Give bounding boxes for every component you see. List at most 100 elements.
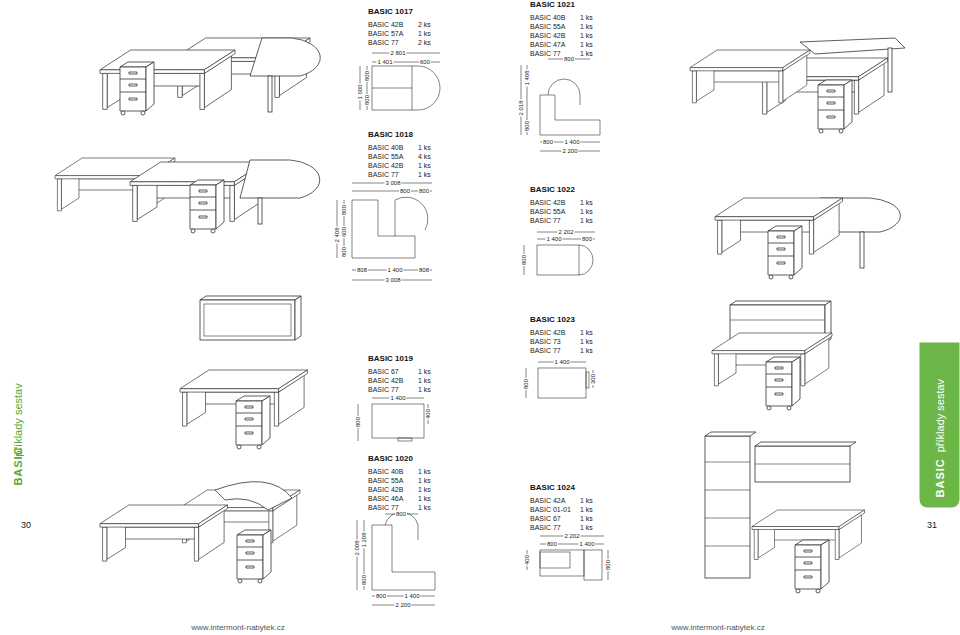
dimension: 1 400 — [545, 236, 562, 242]
dimension: 1 400 — [578, 541, 595, 547]
dimension: 2 202 — [563, 533, 580, 539]
plan-view — [527, 536, 608, 580]
quantity: 1 ks — [580, 338, 593, 345]
part-code: BASIC 77 — [368, 39, 399, 46]
dimension: 1 401 — [376, 59, 393, 65]
quantity: 1 ks — [580, 515, 593, 522]
quantity: 1 ks — [418, 386, 431, 393]
quantity: 1 ks — [580, 14, 593, 21]
part-code: BASIC 42B — [530, 329, 565, 336]
part-code: BASIC 47A — [530, 41, 565, 48]
dimension: 400 — [425, 408, 431, 420]
quantity: 1 ks — [418, 162, 431, 169]
dimension: 800 — [364, 94, 370, 106]
dimension: 2 018 — [518, 99, 524, 116]
quantity: 1 ks — [580, 347, 593, 354]
dimension: 300 — [590, 373, 596, 385]
part-code: BASIC 77 — [530, 217, 561, 224]
part-code: BASIC 57A — [368, 30, 403, 37]
part-code: BASIC 77 — [368, 504, 399, 511]
quantity: 1 ks — [418, 144, 431, 151]
quantity: 1 ks — [580, 23, 593, 30]
quantity: 1 ks — [580, 329, 593, 336]
set-title: BASIC 1018 — [368, 131, 413, 139]
part-code: BASIC 42A — [530, 497, 565, 504]
part-code: BASIC 77 — [368, 171, 399, 178]
dimension: 400 — [524, 554, 530, 566]
part-code: BASIC 77 — [530, 524, 561, 531]
dimension: 2 202 — [557, 229, 574, 235]
quantity: 1 ks — [580, 199, 593, 206]
drawer-cabinet — [818, 80, 852, 133]
dimension: 2 408 — [334, 226, 340, 243]
desk-set — [100, 482, 300, 583]
dimension: 800 — [546, 541, 558, 547]
dimension: 800 — [524, 120, 530, 132]
quantity: 1 ks — [580, 506, 593, 513]
dimension: 800 — [364, 70, 370, 82]
quantity: 2 ks — [418, 39, 431, 46]
quantity: 1 ks — [580, 524, 593, 531]
quantity: 1 ks — [418, 477, 431, 484]
dimension: 800 — [361, 574, 367, 586]
section-tab: BASICpříklady sestav — [919, 343, 959, 508]
dimension: 1 208 — [361, 531, 367, 548]
footer-url: www.intermont-nabytek.cz — [191, 624, 284, 632]
drawer-cabinet — [120, 62, 154, 115]
quantity: 1 ks — [580, 208, 593, 215]
dimension: 800 — [399, 188, 411, 194]
dimension: 1 400 — [563, 139, 580, 145]
desk-set — [55, 158, 320, 233]
dimension: 1 600 — [357, 83, 363, 100]
dimension: 600 — [341, 226, 347, 238]
dimension: 1 408 — [524, 69, 530, 86]
part-code: BASIC 42B — [368, 21, 403, 28]
desk-set — [180, 296, 308, 449]
drawer-cabinet — [795, 540, 829, 593]
dimension: 2 200 — [394, 602, 411, 608]
set-title: BASIC 1017 — [368, 8, 413, 16]
part-code: BASIC 73 — [530, 338, 561, 345]
desk — [690, 50, 810, 103]
quantity: 1 ks — [418, 504, 431, 511]
dimension: 2 801 — [389, 50, 406, 56]
set-title: BASIC 1021 — [530, 1, 575, 9]
part-code: BASIC 42B — [530, 32, 565, 39]
drawer-cabinet — [768, 226, 802, 279]
dimension: 800 — [341, 246, 347, 258]
desk-set — [100, 38, 320, 115]
part-code: BASIC 40B — [368, 144, 403, 151]
dimension: 800 — [355, 416, 361, 428]
set-title: BASIC 1023 — [530, 316, 575, 324]
dimension: 1 400 — [386, 267, 403, 273]
tab-caption: příklady sestav — [933, 379, 945, 452]
dimension: 808 — [356, 267, 368, 273]
part-code: BASIC 01-01 — [530, 506, 571, 513]
quantity: 1 ks — [580, 217, 593, 224]
drawer-cabinet — [190, 180, 224, 233]
quantity: 1 ks — [418, 368, 431, 375]
dimension: 808 — [418, 267, 430, 273]
round-table — [250, 38, 320, 76]
dimension: 800 — [523, 378, 529, 390]
plan-view — [357, 512, 435, 605]
part-code: BASIC 55A — [530, 208, 565, 215]
dimension: 800 — [581, 236, 593, 242]
part-code: BASIC 55A — [368, 477, 403, 484]
dimension: 800 — [395, 511, 407, 517]
dimension: 800 — [341, 204, 347, 216]
page-number: 31 — [927, 521, 937, 530]
part-code: BASIC 55A — [530, 23, 565, 30]
dimension: 3 008 — [384, 277, 401, 283]
plan-view — [337, 183, 432, 280]
part-code: BASIC 67 — [368, 368, 399, 375]
drawer-cabinet — [237, 530, 271, 583]
part-code: BASIC 67 — [530, 515, 561, 522]
part-code: BASIC 77 — [368, 386, 399, 393]
desk-set — [690, 38, 905, 133]
part-code: BASIC 40B — [368, 468, 403, 475]
part-code: BASIC 42B — [368, 162, 403, 169]
wall-shelf — [200, 300, 295, 340]
part-code: BASIC 77 — [530, 50, 561, 57]
